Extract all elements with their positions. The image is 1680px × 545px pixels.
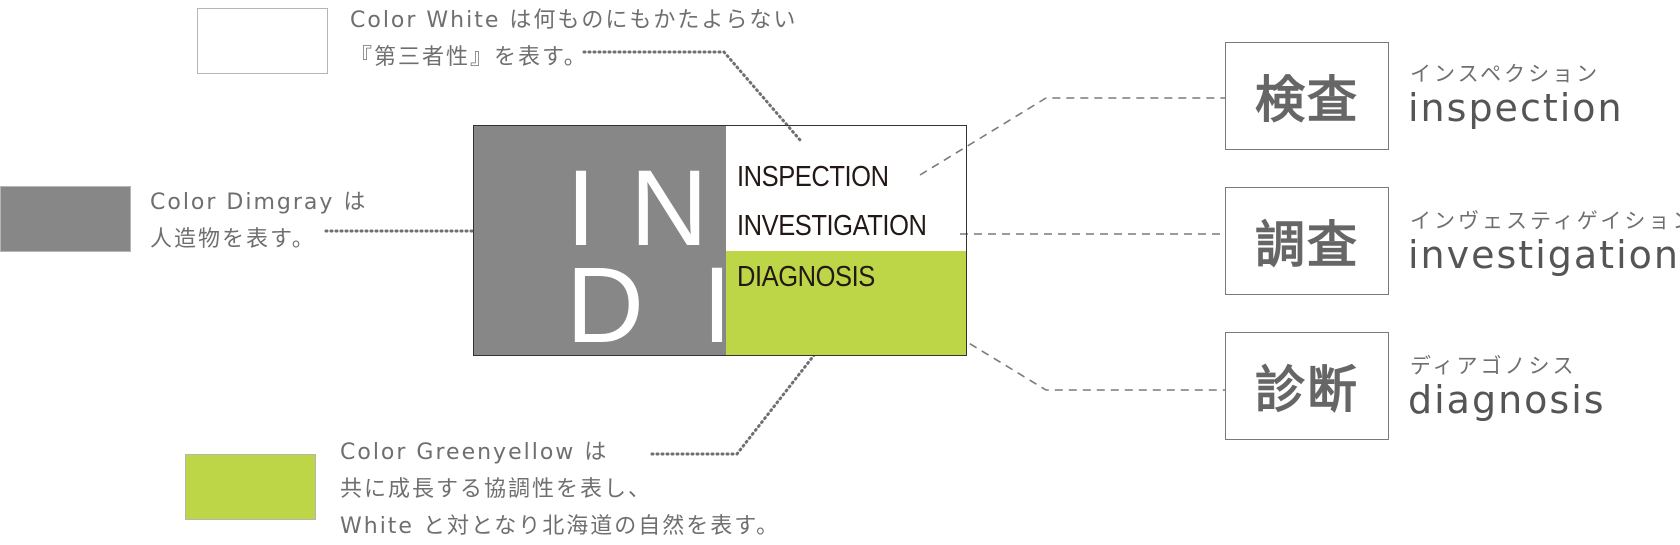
greenyellow-caption-line3: White と対となり北海道の自然を表す。 xyxy=(340,514,781,539)
term-english-diagnosis: diagnosis xyxy=(1408,378,1606,422)
white-swatch xyxy=(197,8,328,74)
dimgray-caption: Color Dimgray は 人造物を表す。 xyxy=(150,184,367,258)
term-kanji-inspection: 検査 xyxy=(1225,42,1389,150)
logo-letter-n: N xyxy=(630,147,708,268)
term-kana-investigation: インヴェスティゲイション xyxy=(1410,209,1680,233)
logo-letter-i-bottom: I xyxy=(702,244,733,356)
logo-letter-d: D xyxy=(566,244,644,356)
term-english-investigation: investigation xyxy=(1408,233,1680,277)
logo-letter-i-top: I xyxy=(566,147,597,268)
white-caption-line2: 『第三者性』を表す。 xyxy=(350,45,588,70)
dimgray-caption-line1: Color Dimgray は xyxy=(150,190,368,215)
white-caption-line1: Color White は何ものにもかたよらない xyxy=(350,8,798,33)
logo-word-inspection: INSPECTION xyxy=(737,161,889,193)
term-kanji-investigation: 調査 xyxy=(1225,187,1389,295)
logo-word-investigation: INVESTIGATION xyxy=(737,210,927,242)
greenyellow-caption: Color Greenyellow は 共に成長する協調性を表し、 White … xyxy=(340,434,780,545)
white-caption: Color White は何ものにもかたよらない 『第三者性』を表す。 xyxy=(350,2,797,76)
logo-green-panel xyxy=(726,251,966,355)
greenyellow-swatch xyxy=(185,454,316,520)
dimgray-caption-line2: 人造物を表す。 xyxy=(150,227,316,252)
white-leader-line xyxy=(582,50,802,142)
dimgray-swatch xyxy=(0,186,131,252)
indi-logo: I N D I INSPECTION INVESTIGATION DIAGNOS… xyxy=(473,125,967,356)
term-kana-diagnosis: ディアゴノシス xyxy=(1410,354,1577,378)
term-kanji-diagnosis: 診断 xyxy=(1225,332,1389,440)
logo-word-diagnosis: DIAGNOSIS xyxy=(737,261,875,293)
greenyellow-caption-line2: 共に成長する協調性を表し、 xyxy=(340,477,653,502)
inspection-connector xyxy=(919,97,1225,176)
greenyellow-caption-line1: Color Greenyellow は xyxy=(340,440,609,465)
greenyellow-leader-line xyxy=(650,325,838,456)
logo-gray-panel xyxy=(474,126,726,355)
term-english-inspection: inspection xyxy=(1408,86,1624,130)
term-kana-inspection: インスペクション xyxy=(1410,62,1601,86)
